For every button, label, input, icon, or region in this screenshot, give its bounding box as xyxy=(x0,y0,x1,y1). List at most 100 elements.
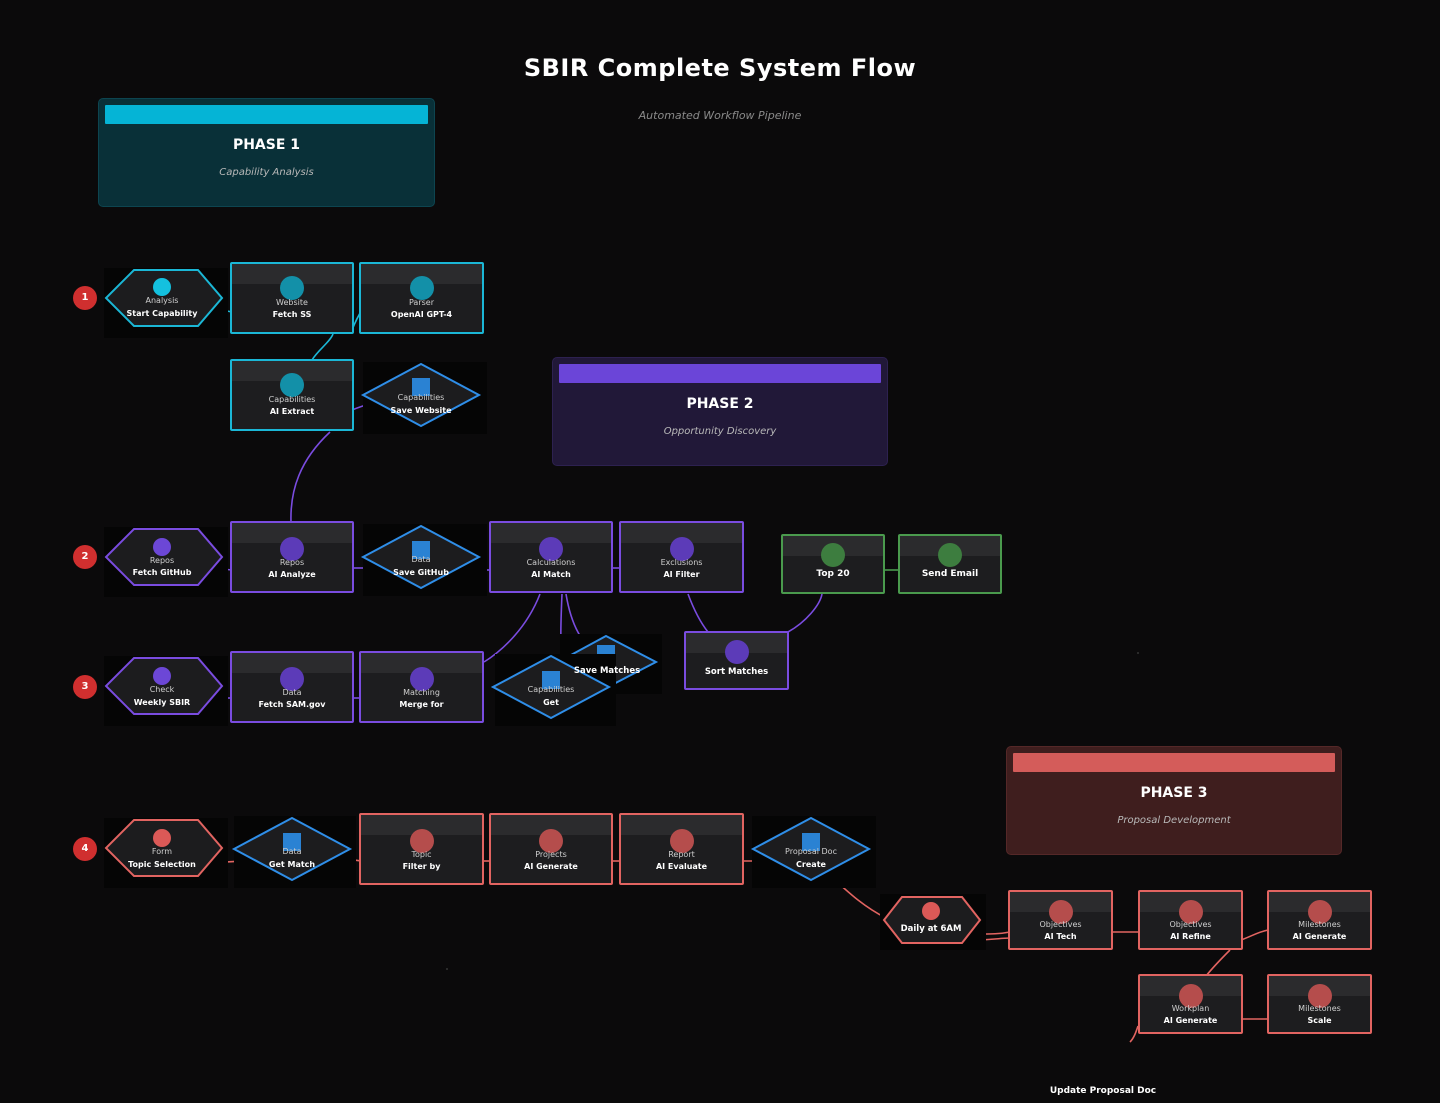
node-sublabel: Data xyxy=(282,847,302,856)
fetch-sam-node[interactable]: Data Fetch SAM.gov xyxy=(230,651,354,723)
node-sublabel: Workplan xyxy=(1171,1004,1210,1013)
node-dot-icon xyxy=(1307,900,1332,924)
node-sublabel: Data xyxy=(411,555,431,564)
node-sublabel: Analysis xyxy=(145,296,179,305)
lane-4-badge: 4 xyxy=(73,837,97,861)
sort-matches-node[interactable]: Sort Matches xyxy=(684,631,789,690)
node-sublabel: Parser xyxy=(408,298,435,307)
node-dot-icon xyxy=(539,537,563,561)
ai-generate-projects-node[interactable]: Projects AI Generate xyxy=(489,813,613,885)
node-sublabel: Objectives xyxy=(1039,920,1082,929)
weekly-sbir-trigger[interactable]: Check Weekly SBIR xyxy=(104,656,228,726)
node-label: Save Website xyxy=(390,406,452,415)
connection-line xyxy=(1129,1025,1139,1043)
node-dot-icon xyxy=(539,829,563,853)
node-sublabel: Report xyxy=(668,850,695,859)
node-dot-icon xyxy=(280,667,304,691)
node-label: AI Analyze xyxy=(268,570,316,579)
node-dot-icon xyxy=(1048,900,1073,924)
get-match-node[interactable]: Data Get Match xyxy=(230,816,356,888)
create-doc-node[interactable]: Proposal Doc Create xyxy=(748,816,876,888)
ai-match-node[interactable]: Calculations AI Match xyxy=(489,521,613,593)
node-sublabel: Check xyxy=(149,685,175,694)
ai-extract-node[interactable]: Capabilities AI Extract xyxy=(230,359,354,431)
node-label: AI Tech xyxy=(1044,932,1077,941)
ai-generate-milestones-node[interactable]: Milestones AI Generate xyxy=(1267,890,1372,950)
node-sublabel: Website xyxy=(276,298,308,307)
node-dot-icon xyxy=(1307,984,1332,1008)
filter-by-node[interactable]: Topic Filter by xyxy=(359,813,484,885)
daily-6am-trigger[interactable]: Daily at 6AM xyxy=(880,894,986,950)
node-label: Sort Matches xyxy=(704,667,769,677)
openai-gpt4-node[interactable]: Parser OpenAI GPT-4 xyxy=(359,262,484,334)
phase-3-title: PHASE 3 xyxy=(1140,785,1208,801)
lane-3-badge: 3 xyxy=(73,675,97,699)
node-label: Scale xyxy=(1307,1016,1332,1025)
node-sublabel: Repos xyxy=(279,558,305,567)
ai-refine-node[interactable]: Objectives AI Refine xyxy=(1138,890,1243,950)
node-dot-icon xyxy=(724,640,749,664)
ai-generate-workplan-node[interactable]: Workplan AI Generate xyxy=(1138,974,1243,1034)
save-github-node[interactable]: Data Save GitHub xyxy=(359,524,487,596)
connection-line xyxy=(290,431,331,523)
node-label: Send Email xyxy=(921,569,979,579)
node-label: Filter by xyxy=(402,862,441,871)
node-label: Create xyxy=(796,860,826,869)
fetch-ss-node[interactable]: Website Fetch SS xyxy=(230,262,354,334)
node-label: AI Extract xyxy=(269,407,315,416)
get-capabilities-node[interactable]: Capabilities Get xyxy=(491,654,616,726)
connection-line xyxy=(483,593,541,663)
node-sublabel: Repos xyxy=(149,556,175,565)
send-email-node[interactable]: Send Email xyxy=(898,534,1002,594)
node-label: Fetch SS xyxy=(272,310,312,319)
top-20-node[interactable]: Top 20 xyxy=(781,534,885,594)
node-dot-icon xyxy=(669,537,694,561)
phase-2-card: PHASE 2 Opportunity Discovery xyxy=(552,357,888,466)
connection-line xyxy=(787,593,823,633)
node-label: AI Refine xyxy=(1170,932,1211,941)
node-label: AI Generate xyxy=(1292,932,1347,941)
database-icon xyxy=(542,671,560,689)
lane-2-badge: 2 xyxy=(73,545,97,569)
diagram-subtitle: Automated Workflow Pipeline xyxy=(638,109,802,122)
node-sublabel: Projects xyxy=(535,850,567,859)
node-label: Weekly SBIR xyxy=(133,698,191,707)
phase-1-color-bar xyxy=(105,105,428,124)
node-label: Fetch SAM.gov xyxy=(258,700,326,709)
node-label: Save Matches xyxy=(573,666,641,676)
trigger-dot-icon xyxy=(922,902,940,920)
topic-selection-trigger[interactable]: Form Topic Selection xyxy=(104,818,228,888)
node-sublabel: Capabilities xyxy=(527,685,575,694)
node-dot-icon xyxy=(669,829,694,853)
node-sublabel: Topic xyxy=(411,850,432,859)
node-sublabel: Milestones xyxy=(1298,920,1341,929)
connection-line xyxy=(1205,949,1231,977)
merge-for-node[interactable]: Matching Merge for xyxy=(359,651,484,723)
node-dot-icon xyxy=(280,276,304,300)
node-sublabel: Objectives xyxy=(1169,920,1212,929)
fetch-github-trigger[interactable]: Repos Fetch GitHub xyxy=(104,527,228,597)
ai-evaluate-node[interactable]: Report AI Evaluate xyxy=(619,813,744,885)
phase-3-color-bar xyxy=(1013,753,1335,772)
phase-1-card: PHASE 1 Capability Analysis xyxy=(98,98,435,207)
node-sublabel: Data xyxy=(282,688,302,697)
node-dot-icon xyxy=(409,829,434,853)
ai-filter-node[interactable]: Exclusions AI Filter xyxy=(619,521,744,593)
database-icon xyxy=(283,833,301,851)
node-dot-icon xyxy=(938,543,962,567)
node-label: AI Generate xyxy=(524,862,578,871)
node-sublabel: Capabilities xyxy=(268,395,316,404)
trigger-dot-icon xyxy=(153,538,171,556)
start-capability-trigger[interactable]: Analysis Start Capability xyxy=(104,268,228,338)
node-dot-icon xyxy=(280,537,304,561)
save-website-node[interactable]: Capabilities Save Website xyxy=(359,362,487,434)
node-dot-icon xyxy=(409,276,434,300)
connection-line xyxy=(687,593,709,633)
ai-tech-node[interactable]: Objectives AI Tech xyxy=(1008,890,1113,950)
node-sublabel: Form xyxy=(151,847,173,856)
lane-1-badge: 1 xyxy=(73,286,97,310)
ai-analyze-node[interactable]: Repos AI Analyze xyxy=(230,521,354,593)
node-label: Start Capability xyxy=(126,309,198,318)
node-label: Topic Selection xyxy=(128,860,196,869)
scale-node[interactable]: Milestones Scale xyxy=(1267,974,1372,1034)
